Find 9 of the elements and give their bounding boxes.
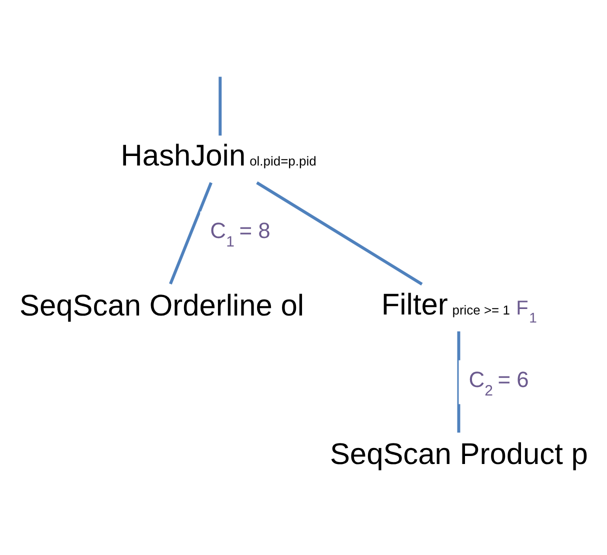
node-label: F$_{1}$ <box>516 296 537 325</box>
edge-label: C$_{1}$ = 8 <box>210 218 270 250</box>
node-text: HashJoin <box>120 139 246 172</box>
node-label: price >= 1 <box>452 302 510 317</box>
node-text: SeqScan Orderline ol <box>19 288 304 322</box>
node-label: ol.pid=p.pid <box>250 153 316 168</box>
node-text: SeqScan Product p <box>330 438 588 471</box>
node-text: Filter <box>381 288 448 321</box>
edge-label: C$_{2}$ = 6 <box>468 366 529 399</box>
